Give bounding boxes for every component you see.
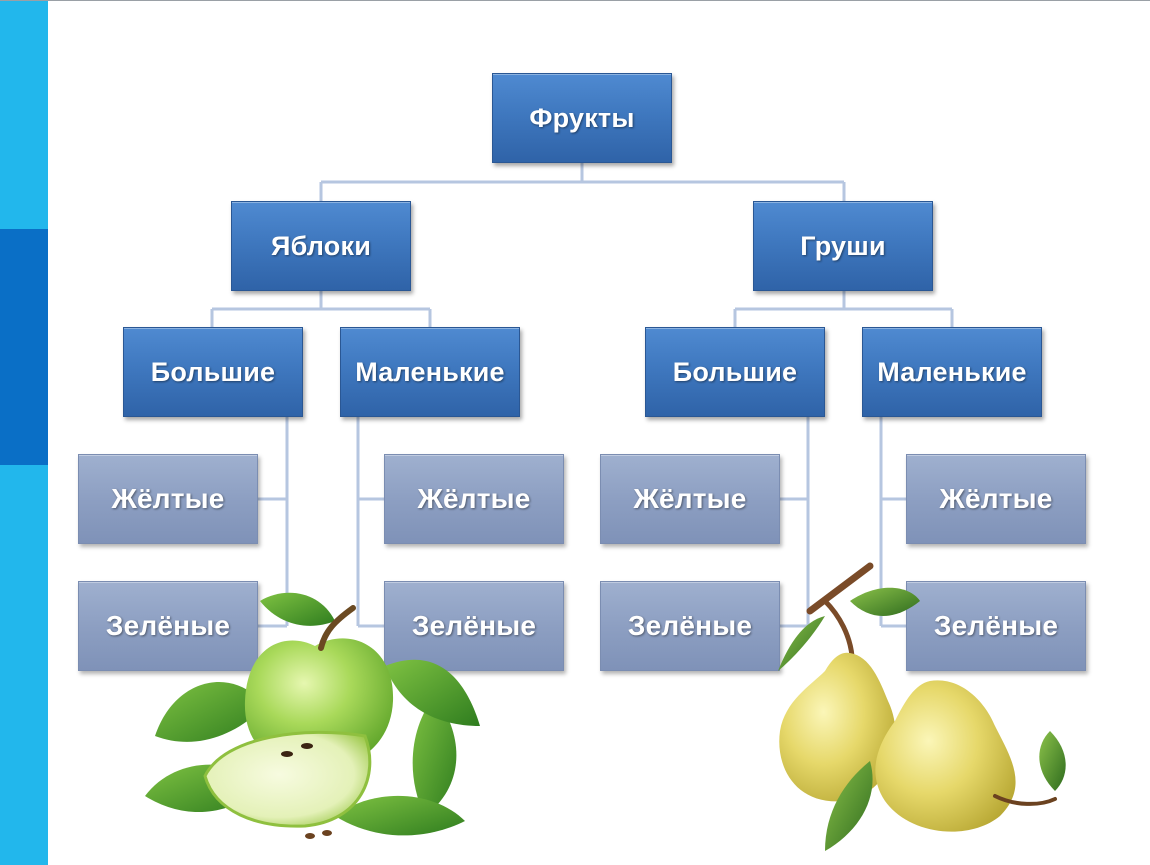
node-apples-big-label: Большие [150,356,276,387]
leaf-pears-small-yellow: Жёлтые [906,454,1086,544]
yellow-pears-illustration [778,562,1066,851]
node-apples: Яблоки [231,201,411,291]
leaf-label: Жёлтые [417,483,531,514]
leaf-label: Жёлтые [939,483,1053,514]
leaf-pears-big-green: Зелёные [600,581,780,671]
leaf-pears-big-yellow: Жёлтые [600,454,780,544]
node-pears-big-label: Большие [672,356,798,387]
leaf-label: Зелёные [933,610,1059,641]
leaf-label: Зелёные [411,610,537,641]
leaf-apples-small-yellow: Жёлтые [384,454,564,544]
node-apples-label: Яблоки [270,230,371,261]
leaf-pears-small-green: Зелёные [906,581,1086,671]
node-pears-small-label: Маленькие [877,356,1027,387]
leaf-label: Жёлтые [633,483,747,514]
side-bar-dark [0,229,48,465]
leaf-apples-small-green: Зелёные [384,581,564,671]
node-pears-small: Маленькие [862,327,1042,417]
node-apples-big: Большие [123,327,303,417]
node-pears: Груши [753,201,933,291]
leaf-label: Жёлтые [111,483,225,514]
node-apples-small-label: Маленькие [355,356,505,387]
green-apple-illustration [145,592,480,839]
node-root: Фрукты [492,73,672,163]
leaf-apples-big-yellow: Жёлтые [78,454,258,544]
node-apples-small: Маленькие [340,327,520,417]
leaf-apples-big-green: Зелёные [78,581,258,671]
node-pears-big: Большие [645,327,825,417]
leaf-label: Зелёные [627,610,753,641]
node-root-label: Фрукты [529,102,635,133]
leaf-label: Зелёные [105,610,231,641]
node-pears-label: Груши [800,230,886,261]
